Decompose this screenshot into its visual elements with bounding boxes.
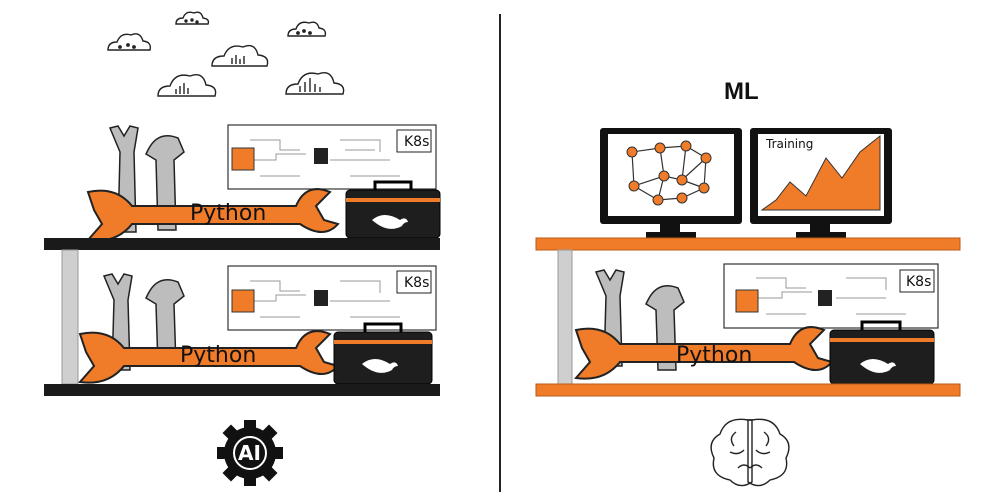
lower-shelf [44, 384, 440, 396]
gear-ai-icon: AI [217, 420, 283, 486]
lower-shelf [535, 383, 961, 397]
upper-shelf [535, 237, 961, 251]
circuit-board-icon: K8s [723, 263, 939, 329]
right-panel: Training K8s [535, 128, 961, 487]
brain-icon [710, 418, 790, 487]
board-label: K8s [404, 275, 429, 291]
cloud-icon [157, 73, 217, 97]
clouds [107, 11, 345, 97]
whale-icon [362, 359, 398, 373]
tool-label: Python [676, 343, 752, 368]
area-chart-icon [760, 134, 881, 211]
monitor-label: Training [765, 137, 813, 151]
circuit-board-icon: K8s [227, 124, 437, 190]
board-label: K8s [906, 274, 931, 290]
lower-shelf-contents: K8s Python [574, 263, 939, 385]
left-panel: K8s Python [44, 11, 441, 486]
whale-icon [860, 359, 896, 373]
ml-title: ML [724, 78, 759, 105]
toolbox-icon [345, 180, 441, 239]
shelf-post [557, 249, 573, 387]
circuit-board-icon: K8s [227, 265, 437, 331]
cloud-icon [285, 71, 345, 95]
shelf-post [61, 249, 79, 385]
monitor-icon: Training [750, 128, 892, 238]
toolbox-icon [829, 320, 935, 385]
wrench-icon: Python [78, 330, 340, 384]
board-label: K8s [404, 134, 429, 150]
cloud-icon [211, 44, 269, 67]
whale-icon [372, 215, 408, 229]
monitor-icon [600, 128, 742, 238]
cloud-icon [287, 21, 327, 37]
cloud-icon [107, 33, 152, 51]
ai-badge-text: AI [238, 441, 261, 465]
upper-shelf-contents: K8s Python [86, 124, 441, 242]
tool-label: Python [190, 201, 266, 226]
tool-label: Python [180, 343, 256, 368]
cloud-icon [175, 11, 210, 25]
upper-shelf [44, 238, 440, 250]
toolbox-icon [333, 322, 433, 385]
lower-shelf-contents: K8s Python [78, 265, 437, 385]
network-graph-icon [626, 140, 712, 206]
